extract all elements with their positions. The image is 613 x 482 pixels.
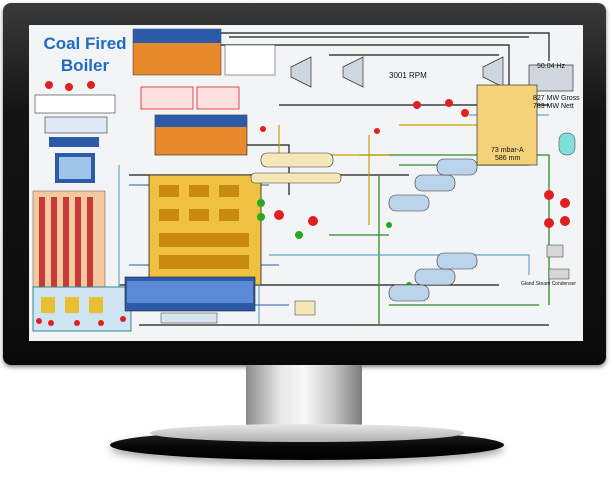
feed-heaters <box>388 158 478 302</box>
scada-screen: Coal Fired Boiler 3001 RPM 50.04 Hz 827 … <box>29 25 583 341</box>
diagram-title: Coal Fired Boiler <box>37 33 133 77</box>
left-panel <box>32 81 132 332</box>
title-line-1: Coal Fired <box>43 34 127 53</box>
condenser-pressure-readout: 73 mbar-A <box>491 147 524 154</box>
nett-output-readout: 783 MW Nett <box>533 103 574 110</box>
process-diagram <box>32 28 576 332</box>
title-line-2: Boiler <box>60 56 110 75</box>
top-bar-charts <box>132 28 276 110</box>
aux-tanks <box>294 132 576 316</box>
grid-frequency-readout: 50.04 Hz <box>537 63 566 70</box>
turbine-train <box>290 56 574 166</box>
boiler-drum <box>124 114 262 324</box>
turbine-rpm-readout: 3001 RPM <box>389 71 427 80</box>
monitor-stand-plate <box>150 424 464 442</box>
hotwell-level-readout: 586 mm <box>495 155 521 162</box>
deaerator <box>250 152 342 184</box>
gross-output-readout: 827 MW Gross <box>533 95 580 102</box>
gland-steam-condenser-label: Gland Steam Condenser <box>521 281 577 287</box>
monitor-bezel: Coal Fired Boiler 3001 RPM 50.04 Hz 827 … <box>3 3 606 365</box>
